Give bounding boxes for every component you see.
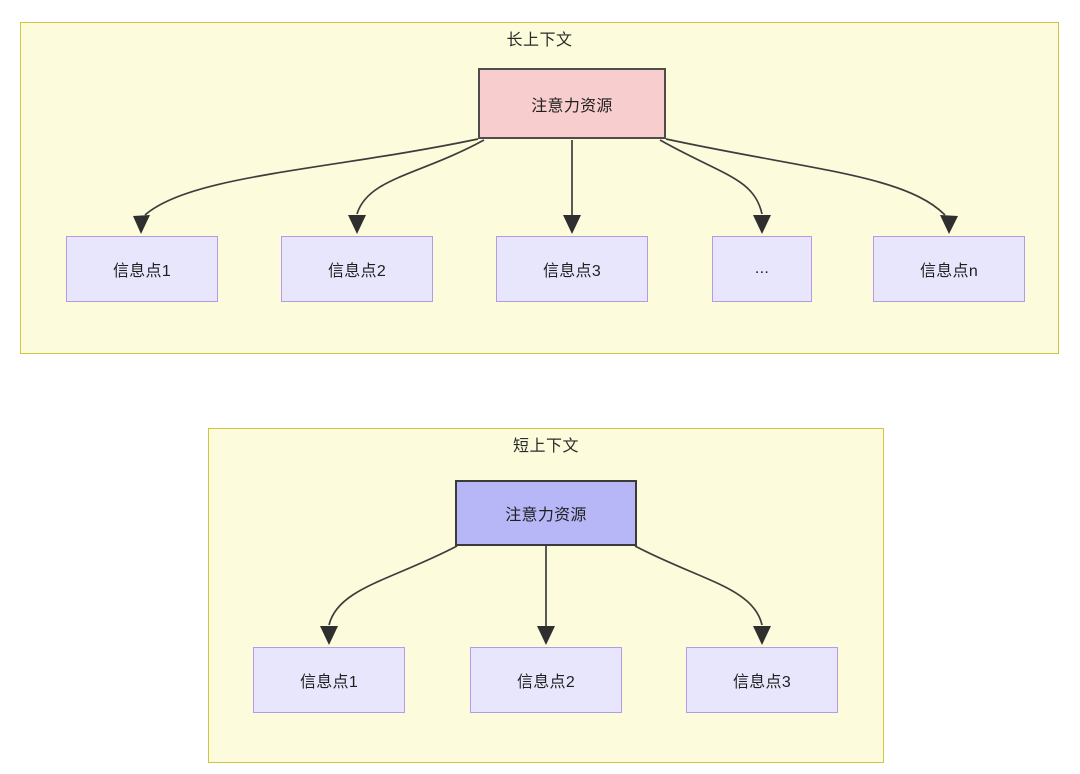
node-info-point-3-short[interactable]: 信息点3 <box>686 647 838 713</box>
panel-short-context-title: 短上下文 <box>512 438 579 455</box>
node-info-point-2-long[interactable]: 信息点2 <box>281 236 433 302</box>
node-info-point-1-short[interactable]: 信息点1 <box>253 647 405 713</box>
node-info-point-1-long[interactable]: 信息点1 <box>66 236 218 302</box>
node-info-point-3-long[interactable]: 信息点3 <box>496 236 648 302</box>
node-info-point-2-short[interactable]: 信息点2 <box>470 647 622 713</box>
node-info-point-n-long[interactable]: 信息点n <box>873 236 1025 302</box>
node-attention-resource-long[interactable]: 注意力资源 <box>478 68 666 139</box>
panel-long-context-title: 长上下文 <box>506 32 573 49</box>
node-attention-resource-short[interactable]: 注意力资源 <box>455 480 637 546</box>
node-info-point-ellipsis-long[interactable]: ... <box>712 236 812 302</box>
